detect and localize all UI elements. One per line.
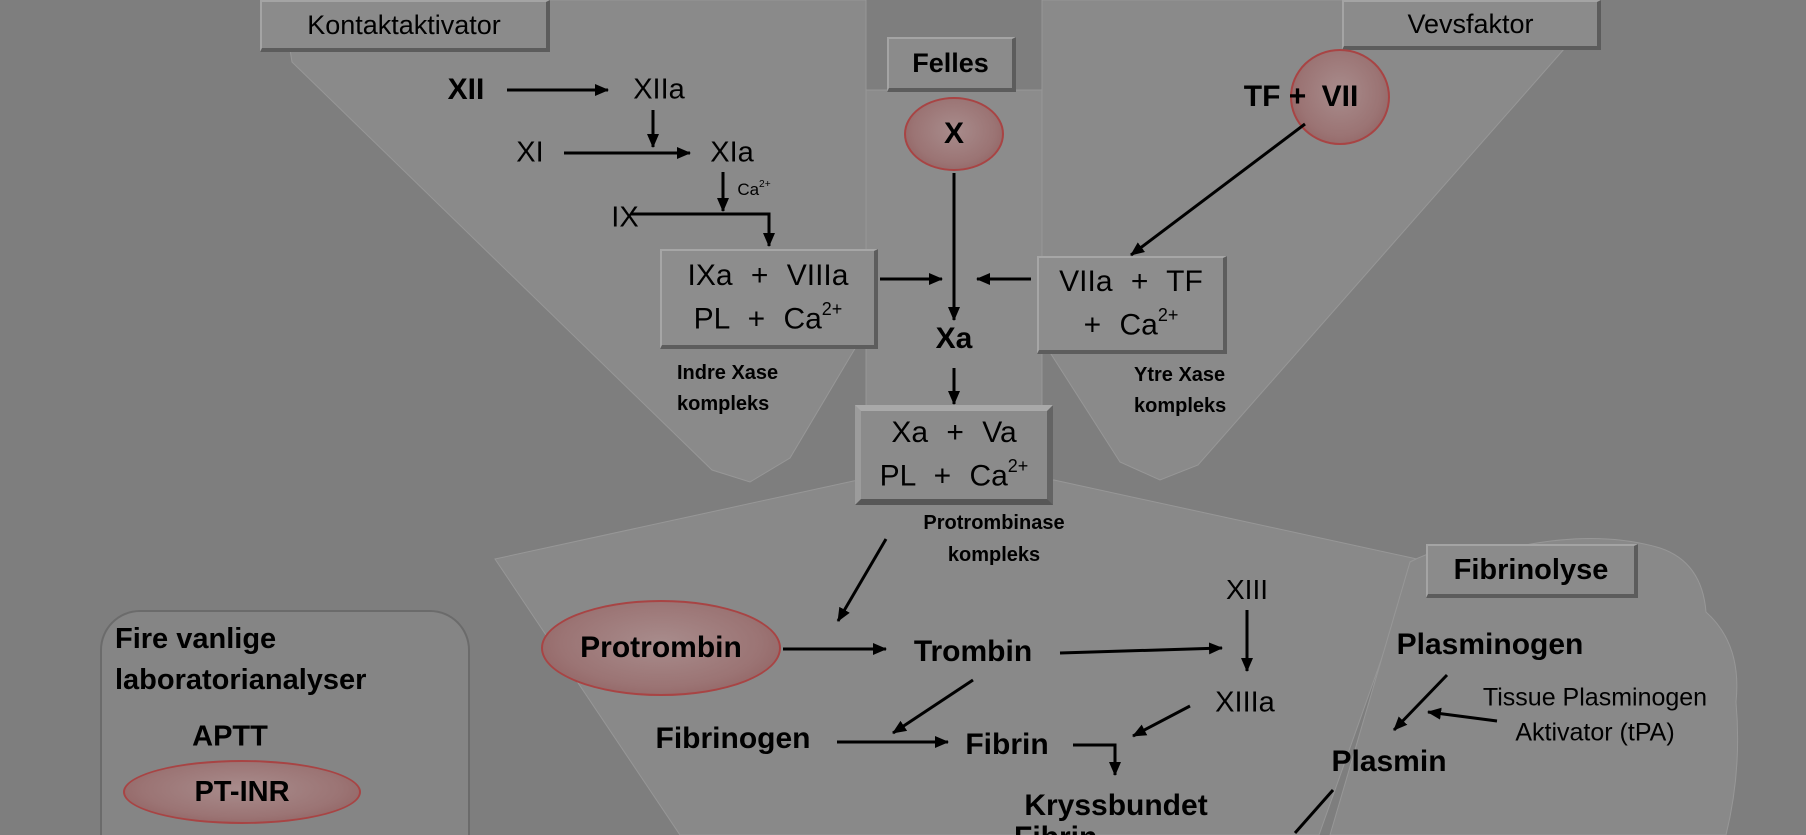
lab-test-pt-inr-highlight: PT-INR	[123, 760, 361, 824]
intrinsic-pathway-funnel	[281, 0, 867, 483]
plasminogen: Plasminogen	[1396, 628, 1584, 661]
factor-xia: XIa	[710, 136, 754, 169]
calcium-charge: 2+	[759, 179, 771, 191]
factor-x-highlight: X	[904, 97, 1004, 171]
prothrombinase-complex-box: Xa + Va PL + Ca2+	[855, 405, 1053, 505]
intrinsic-label-line1: Indre Xase	[677, 362, 779, 384]
factor-x: X	[943, 117, 964, 150]
factor-vii-highlight: VII	[1290, 49, 1390, 145]
factor-xiia: XIIa	[633, 73, 685, 106]
lab-test-aptt: APTT	[192, 720, 268, 753]
factor-ix: IX	[611, 201, 639, 234]
fibrinogen: Fibrinogen	[655, 722, 811, 755]
prothrombinase-label: Protrombinase kompleks	[923, 507, 1064, 571]
factor-vii: VII	[1321, 80, 1359, 113]
lab-test-pt-inr: PT-INR	[194, 775, 290, 808]
intrinsic-complex-line2: PL + Ca2+	[693, 298, 843, 336]
prothrombinase-label-line1: Protrombinase	[923, 512, 1065, 534]
extrinsic-label-line1: Ytre Xase	[1134, 364, 1226, 386]
tpa-line1: Tissue Plasminogen	[1482, 683, 1708, 712]
vevsfaktor-header: Vevsfaktor	[1342, 0, 1601, 50]
protrombin-highlight: Protrombin	[541, 600, 781, 696]
fibrinolyse-header: Fibrinolyse	[1426, 544, 1638, 598]
crosslinked-fibrin-line2: Fibrin	[1014, 821, 1097, 835]
extrinsic-xase-label: Ytre Xase kompleks	[1134, 360, 1226, 422]
lab-title-line1: Fire vanlige	[115, 623, 277, 655]
felles-header: Felles	[887, 37, 1016, 92]
lab-panel-title: Fire vanlige laboratorianalyser	[115, 619, 366, 701]
crosslinked-fibrin-line1: Kryssbundet	[1024, 789, 1208, 822]
prothrombinase-label-line2: kompleks	[947, 544, 1041, 566]
intrinsic-xase-complex-box: IXa + VIIIa PL + Ca2+	[660, 249, 878, 349]
protrombin: Protrombin	[580, 631, 742, 664]
prothrombinase-line2: PL + Ca2+	[879, 455, 1029, 493]
factor-xiiia: XIIIa	[1215, 686, 1275, 719]
fibrin: Fibrin	[965, 728, 1049, 761]
intrinsic-xase-label: Indre Xase kompleks	[677, 358, 778, 420]
lab-title-line2: laboratorianalyser	[115, 664, 367, 696]
extrinsic-complex-line1: VIIa + TF	[1059, 265, 1203, 299]
extrinsic-xase-complex-box: VIIa + TF + Ca2+	[1037, 256, 1227, 354]
intrinsic-complex-line1: IXa + VIIIa	[687, 259, 849, 293]
plasmin: Plasmin	[1331, 745, 1447, 778]
calcium-symbol: Ca	[737, 179, 760, 199]
factor-xa: Xa	[935, 322, 973, 355]
extrinsic-complex-line2: + Ca2+	[1083, 304, 1179, 342]
prothrombinase-line1: Xa + Va	[891, 416, 1017, 450]
kontaktaktivator-header: Kontaktaktivator	[260, 0, 550, 52]
factor-xi: XI	[516, 136, 544, 169]
trombin: Trombin	[913, 635, 1033, 668]
tpa-line2: Aktivator (tPA)	[1515, 718, 1675, 747]
factor-xii: XII	[447, 73, 485, 106]
calcium-label: Ca2+	[737, 180, 770, 198]
intrinsic-label-line2: kompleks	[677, 393, 770, 415]
factor-xiii: XIII	[1225, 574, 1269, 605]
tissue-factor-label: TF +	[1243, 80, 1307, 113]
extrinsic-label-line2: kompleks	[1134, 395, 1227, 417]
